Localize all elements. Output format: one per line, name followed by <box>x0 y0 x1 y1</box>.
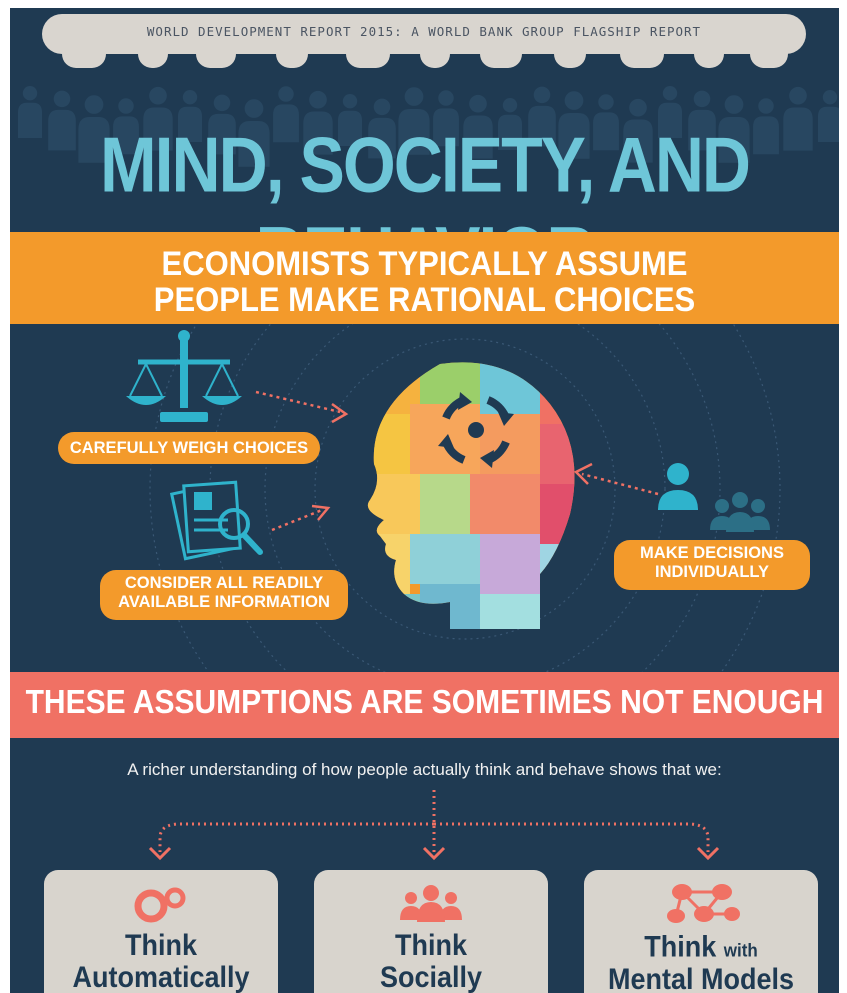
crowd-person <box>238 99 270 167</box>
network-icon <box>667 884 740 923</box>
group-icon <box>400 885 462 922</box>
crowd-person <box>558 91 590 159</box>
crowd-person <box>208 94 236 155</box>
crowd-person <box>143 86 173 151</box>
warning-text: THESE ASSUMPTIONS ARE SOMETIMES NOT ENOU… <box>25 684 824 721</box>
card-title-word: Think <box>644 930 717 964</box>
crowd-person <box>78 95 110 163</box>
card-think-mental-models: Think with Mental Models <box>584 870 818 993</box>
decide-individually-line-1: MAKE DECISIONS <box>640 544 784 562</box>
card-think-automatically: Think Automatically <box>44 870 278 993</box>
report-banner: WORLD DEVELOPMENT REPORT 2015: A WORLD B… <box>42 14 806 54</box>
crowd-person <box>178 90 202 142</box>
card-title-rest: Socially <box>379 960 483 993</box>
decide-individually-pill: MAKE DECISIONS INDIVIDUALLY <box>614 540 810 590</box>
assumption-line-2: PEOPLE MAKE RATIONAL CHOICES <box>153 279 696 320</box>
crowd-person <box>718 95 750 163</box>
crowd-person <box>303 90 333 155</box>
card-think-socially: Think Socially <box>314 870 548 993</box>
gears-icon <box>134 887 186 923</box>
card-title-word: Think <box>395 928 467 962</box>
crowd-person <box>48 90 76 151</box>
crowd-person <box>498 98 522 150</box>
card-title-connector: with <box>723 940 758 962</box>
balance-scale-icon <box>126 330 242 422</box>
crowd-person <box>113 98 139 155</box>
card-title-word-line: Think with <box>584 930 818 967</box>
documents-magnifier-icon <box>169 480 263 561</box>
warning-band: THESE ASSUMPTIONS ARE SOMETIMES NOT ENOU… <box>10 672 839 738</box>
crowd-person <box>398 87 430 155</box>
head-mosaic-icon <box>367 362 575 629</box>
assumption-line-1: ECONOMISTS TYPICALLY ASSUME <box>161 243 688 284</box>
consider-information-line-1: CONSIDER ALL READILY <box>124 574 324 592</box>
group-people-icon <box>710 492 770 532</box>
crowd-person <box>817 90 839 143</box>
card-title-word: Think <box>125 928 197 962</box>
crowd-person <box>463 94 493 159</box>
weigh-choices-pill: CAREFULLY WEIGH CHOICES <box>58 432 320 464</box>
infographic-panel: WORLD DEVELOPMENT REPORT 2015: A WORLD B… <box>10 8 839 993</box>
crowd-person <box>433 90 459 147</box>
consider-information-line-2: AVAILABLE INFORMATION <box>118 593 330 611</box>
crowd-person <box>783 86 813 151</box>
crowd-person <box>658 86 682 138</box>
cycle-arrows-icon <box>438 392 514 468</box>
crowd-person <box>753 98 779 155</box>
crowd-silhouettes-icon <box>18 86 839 167</box>
crowd-person <box>18 86 42 138</box>
crowd-person <box>368 98 396 159</box>
intro-sentence: A richer understanding of how people act… <box>127 760 722 779</box>
weigh-choices-label: CAREFULLY WEIGH CHOICES <box>69 439 309 457</box>
card-title-rest: Automatically <box>72 960 250 993</box>
branch-arrows <box>148 790 720 861</box>
crowd-person <box>688 90 716 151</box>
report-line: WORLD DEVELOPMENT REPORT 2015: A WORLD B… <box>146 24 702 39</box>
crowd-person <box>338 94 362 146</box>
individual-person-icon <box>658 463 698 510</box>
crowd-person <box>593 94 619 151</box>
consider-information-pill: CONSIDER ALL READILY AVAILABLE INFORMATI… <box>100 570 348 620</box>
crowd-person <box>623 98 653 163</box>
decide-individually-line-2: INDIVIDUALLY <box>655 563 769 581</box>
assumption-band: ECONOMISTS TYPICALLY ASSUME PEOPLE MAKE … <box>10 232 839 324</box>
rational-choice-illustration <box>126 324 781 672</box>
crowd-person <box>528 86 556 147</box>
crowd-person <box>273 86 299 143</box>
card-title-rest: Mental Models <box>607 962 795 993</box>
